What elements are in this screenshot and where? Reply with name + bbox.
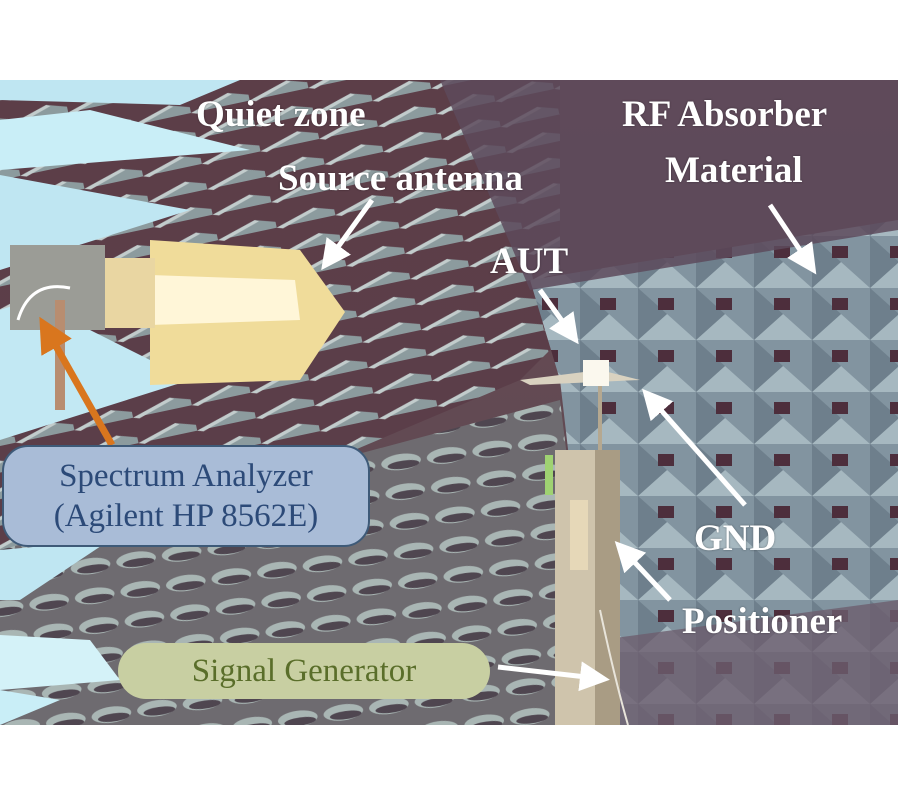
rf-absorber-label-line2: Material	[665, 150, 803, 191]
anechoic-chamber-photo	[0, 80, 898, 725]
aut-label: AUT	[490, 241, 569, 282]
chamber-scene	[0, 80, 898, 725]
quiet-zone-label: Quiet zone	[196, 94, 366, 135]
positioner-label: Positioner	[682, 601, 843, 642]
spectrum-analyzer-model: (Agilent HP 8562E)	[53, 498, 319, 534]
signal-generator-callout: Signal Generator	[118, 643, 490, 699]
rf-absorber-label-line1: RF Absorber	[622, 94, 828, 135]
spectrum-analyzer-callout: Spectrum Analyzer (Agilent HP 8562E)	[2, 445, 370, 547]
gnd-label: GND	[694, 518, 777, 559]
source-antenna-label: Source antenna	[278, 158, 523, 199]
signal-generator-label: Signal Generator	[191, 653, 417, 689]
spectrum-analyzer-title: Spectrum Analyzer	[59, 458, 313, 494]
